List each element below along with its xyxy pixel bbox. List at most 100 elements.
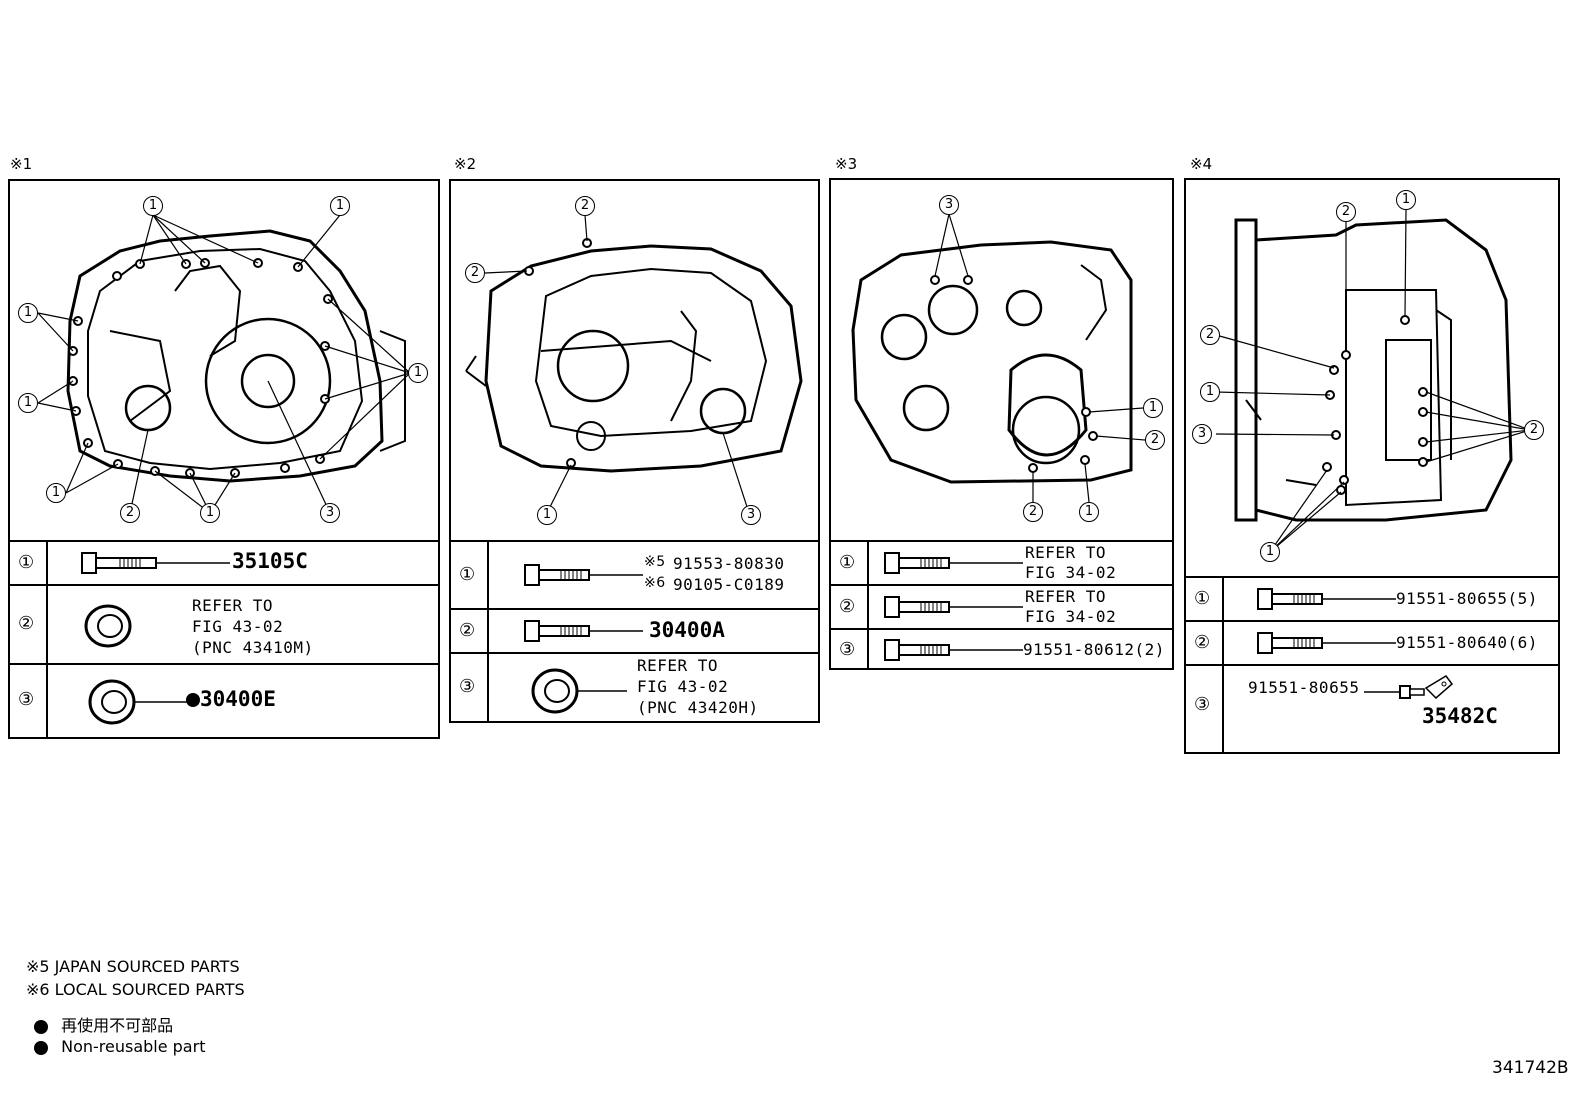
bolt-icon (81, 552, 230, 574)
ref-line: REFER TO (1025, 543, 1107, 562)
panel-2-drawing (465, 214, 803, 514)
ref-line: FIG 34-02 (1025, 607, 1117, 626)
panel-2-marker: ※2 (454, 155, 477, 173)
variant-mark: ※6 (644, 575, 666, 591)
callout-1: 1 (18, 393, 38, 413)
bolt-icon (1257, 632, 1396, 654)
part-number: 30400A (649, 618, 725, 642)
callout-3: 3 (1192, 424, 1212, 444)
row-number: ① (831, 542, 869, 584)
panel-4: 2 1 2 1 3 2 1 ① 91551-80655(5) ② 91551-8… (1184, 178, 1560, 754)
row-number: ② (10, 586, 48, 663)
callout-1: 1 (18, 303, 38, 323)
panel-2: 2 2 1 3 ① ※5 91553-80830 ※6 90105-C0189 … (449, 179, 820, 723)
nonreusable-dot (186, 693, 200, 707)
legend-note-6: ※6 LOCAL SOURCED PARTS (26, 980, 245, 999)
panel-1-marker: ※1 (10, 155, 33, 173)
callout-2: 2 (1336, 202, 1356, 222)
row-number: ③ (10, 665, 48, 737)
panel-3-drawing (851, 213, 1146, 503)
callout-1: 1 (46, 483, 66, 503)
nonreusable-dot (34, 1019, 48, 1034)
nonreusable-dot (34, 1040, 48, 1055)
legend-nonreusable-jp: 再使用不可部品 (34, 1012, 173, 1036)
panel-2-row-1: ① ※5 91553-80830 ※6 90105-C0189 (451, 540, 818, 608)
callout-2: 2 (1023, 502, 1043, 522)
legend-note-5: ※5 JAPAN SOURCED PARTS (26, 957, 240, 976)
panel-2-row-2: ② 30400A (451, 608, 818, 652)
oil-seal-icon (88, 679, 188, 725)
bolt-icon (884, 552, 1023, 574)
ref-line: REFER TO (1025, 587, 1107, 606)
panel-3-marker: ※3 (835, 155, 858, 173)
callout-3: 3 (939, 195, 959, 215)
oil-seal-icon (531, 668, 627, 714)
callout-1: 1 (1143, 398, 1163, 418)
legend-nonreusable-en: Non-reusable part (34, 1037, 205, 1056)
callout-1: 1 (143, 196, 163, 216)
panel-1-row-3: ③ 30400E (10, 663, 438, 737)
row-number: ① (451, 542, 489, 608)
part-number: 90105-C0189 (673, 575, 785, 594)
row-number: ① (1186, 578, 1224, 620)
ref-line: FIG 34-02 (1025, 563, 1117, 582)
panel-3: 3 1 2 2 1 ① REFER TO FIG 34-02 ② REFER T… (829, 178, 1174, 670)
callout-1: 1 (1079, 502, 1099, 522)
panel-3-row-2: ② REFER TO FIG 34-02 (831, 584, 1172, 628)
ref-line: REFER TO (637, 656, 719, 675)
figure-id: 341742B (1492, 1058, 1569, 1078)
callout-1: 1 (330, 196, 350, 216)
part-number: 91551-80655(5) (1396, 589, 1538, 608)
row-number: ③ (1186, 666, 1224, 752)
callout-2: 2 (465, 263, 485, 283)
callout-1: 1 (1396, 190, 1416, 210)
row-number: ① (10, 542, 48, 584)
part-number: 91551-80612(2) (1023, 640, 1165, 659)
ref-line: FIG 43-02 (192, 617, 284, 636)
row-number: ② (451, 610, 489, 652)
part-number: 35105C (232, 549, 308, 573)
callout-1: 1 (200, 503, 220, 523)
panel-4-drawing (1215, 209, 1531, 553)
panel-1-row-2: ② REFER TO FIG 43-02 (PNC 43410M) (10, 584, 438, 663)
ref-line: FIG 43-02 (637, 677, 729, 696)
ref-line: (PNC 43410M) (192, 638, 314, 657)
panel-4-row-1: ① 91551-80655(5) (1186, 576, 1558, 620)
panel-4-row-3: ③ 91551-80655 35482C (1186, 664, 1558, 752)
panel-3-row-1: ① REFER TO FIG 34-02 (831, 540, 1172, 584)
panel-4-marker: ※4 (1190, 155, 1213, 173)
ref-line: (PNC 43420H) (637, 698, 759, 717)
bolt-with-bracket-icon (1364, 675, 1454, 700)
callout-2: 2 (1200, 325, 1220, 345)
row-number: ② (1186, 622, 1224, 664)
callout-1: 1 (537, 505, 557, 525)
panel-1-drawing (37, 214, 411, 514)
part-number: 91551-80640(6) (1396, 633, 1538, 652)
part-number: 91553-80830 (673, 554, 785, 573)
row-number: ③ (831, 630, 869, 668)
part-number: 30400E (186, 687, 276, 711)
variant-mark: ※5 (644, 554, 666, 570)
panel-4-row-2: ② 91551-80640(6) (1186, 620, 1558, 664)
bolt-icon (524, 564, 643, 586)
panel-2-row-3: ③ REFER TO FIG 43-02 (PNC 43420H) (451, 652, 818, 721)
callout-3: 3 (320, 503, 340, 523)
callout-2: 2 (120, 503, 140, 523)
part-number: 35482C (1422, 704, 1498, 728)
callout-1: 1 (1260, 542, 1280, 562)
panel-1-row-1: ① 35105C (10, 540, 438, 584)
callout-1: 1 (408, 363, 428, 383)
callout-1: 1 (1200, 382, 1220, 402)
callout-2: 2 (1145, 430, 1165, 450)
panel-3-row-3: ③ 91551-80612(2) (831, 628, 1172, 668)
oil-seal-icon (84, 604, 132, 648)
bolt-icon (884, 639, 1023, 661)
callout-3: 3 (741, 505, 761, 525)
callout-2: 2 (1524, 420, 1544, 440)
row-number: ② (831, 586, 869, 628)
bolt-icon (884, 596, 1023, 618)
callout-2: 2 (575, 196, 595, 216)
panel-1: 1 1 1 1 1 1 1 2 3 ① 35105C ② REFER TO FI… (8, 179, 440, 739)
row-number: ③ (451, 654, 489, 721)
ref-line: REFER TO (192, 596, 274, 615)
